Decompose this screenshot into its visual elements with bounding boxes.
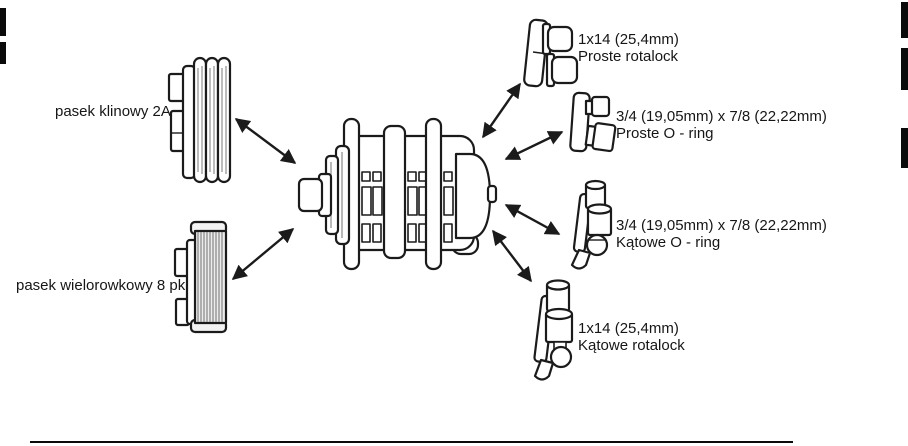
fitting-nut: [549, 345, 573, 369]
arrow-compressor-multi-groove-pulley: [231, 228, 295, 280]
compressor-vent-slots: [361, 171, 454, 243]
compressor-drawing: [297, 117, 498, 271]
fitting-port-mouth: [545, 279, 571, 291]
fitting-type-text: Proste rotalock: [578, 48, 679, 65]
arrow-compressor-angled-rotalock: [492, 229, 532, 283]
scan-artifact-left: [0, 8, 6, 36]
compressor-rear-port: [486, 184, 498, 204]
scan-artifact-right: [901, 48, 908, 90]
fitting-size-text: 1x14 (25,4mm): [578, 31, 679, 48]
angled-oring-fitting-drawing: [570, 179, 613, 270]
scan-artifact-right: [901, 128, 908, 168]
arrow-compressor-straight-oring: [504, 130, 564, 161]
fitting-port-lower: [584, 122, 617, 153]
fitting-size-text: 3/4 (19,05mm) x 7/8 (22,22mm): [616, 217, 827, 234]
fitting-size-text: 1x14 (25,4mm): [578, 320, 679, 337]
pulley-groove-lines: [197, 232, 223, 322]
angled-rotalock-fitting-drawing: [533, 279, 574, 381]
fitting-port: [590, 95, 611, 118]
arrow-compressor-v-belt-pulley: [234, 118, 297, 164]
fitting-bracket-foot: [570, 248, 592, 270]
straight-oring-fitting-drawing: [569, 91, 617, 153]
straight-rotalock-fitting-drawing: [523, 18, 579, 88]
fitting-bracket-foot: [533, 358, 555, 381]
fitting-port-mouth: [584, 179, 607, 191]
fitting-nut: [585, 233, 609, 257]
compressor-mount-plate-rear: [424, 117, 443, 271]
fitting-size-text: 3/4 (19,05mm) x 7/8 (22,22mm): [616, 108, 827, 125]
label-v-belt-pulley: pasek klinowy 2A: [55, 103, 171, 120]
label-straight-oring: 3/4 (19,05mm) x 7/8 (22,22mm) Proste O -…: [616, 108, 827, 142]
bottom-border-line: [30, 441, 793, 443]
v-belt-pulley-drawing: [167, 56, 232, 184]
label-multi-groove-pulley: pasek wielorowkowy 8 pk: [16, 277, 186, 294]
fitting-type-text: Kątowe O - ring: [616, 234, 721, 251]
fitting-flange-plate: [569, 91, 591, 153]
fitting-port-mouth: [586, 203, 613, 215]
compressor-rear-head: [454, 152, 492, 240]
scan-artifact-right: [901, 2, 908, 38]
fitting-nut: [550, 55, 579, 85]
scan-artifact-left: [0, 42, 6, 64]
fitting-type-text: Kątowe rotalock: [578, 337, 685, 354]
fitting-nut: [546, 25, 574, 53]
label-straight-rotalock: 1x14 (25,4mm) Proste rotalock: [578, 31, 679, 65]
multi-groove-pulley-drawing: [173, 220, 228, 334]
arrow-compressor-angled-oring: [504, 203, 561, 236]
pulley-grooves: [192, 56, 232, 184]
compressor-shaft-snout: [297, 177, 324, 213]
label-angled-rotalock: 1x14 (25,4mm) Kątowe rotalock: [578, 320, 685, 354]
fitting-type-text: Proste O - ring: [616, 125, 714, 142]
label-angled-oring: 3/4 (19,05mm) x 7/8 (22,22mm) Kątowe O -…: [616, 217, 827, 251]
relation-arrows: [231, 82, 564, 283]
arrow-compressor-straight-rotalock: [482, 82, 521, 139]
fitting-port-mouth: [544, 307, 574, 321]
compressor-center-band: [382, 124, 407, 260]
